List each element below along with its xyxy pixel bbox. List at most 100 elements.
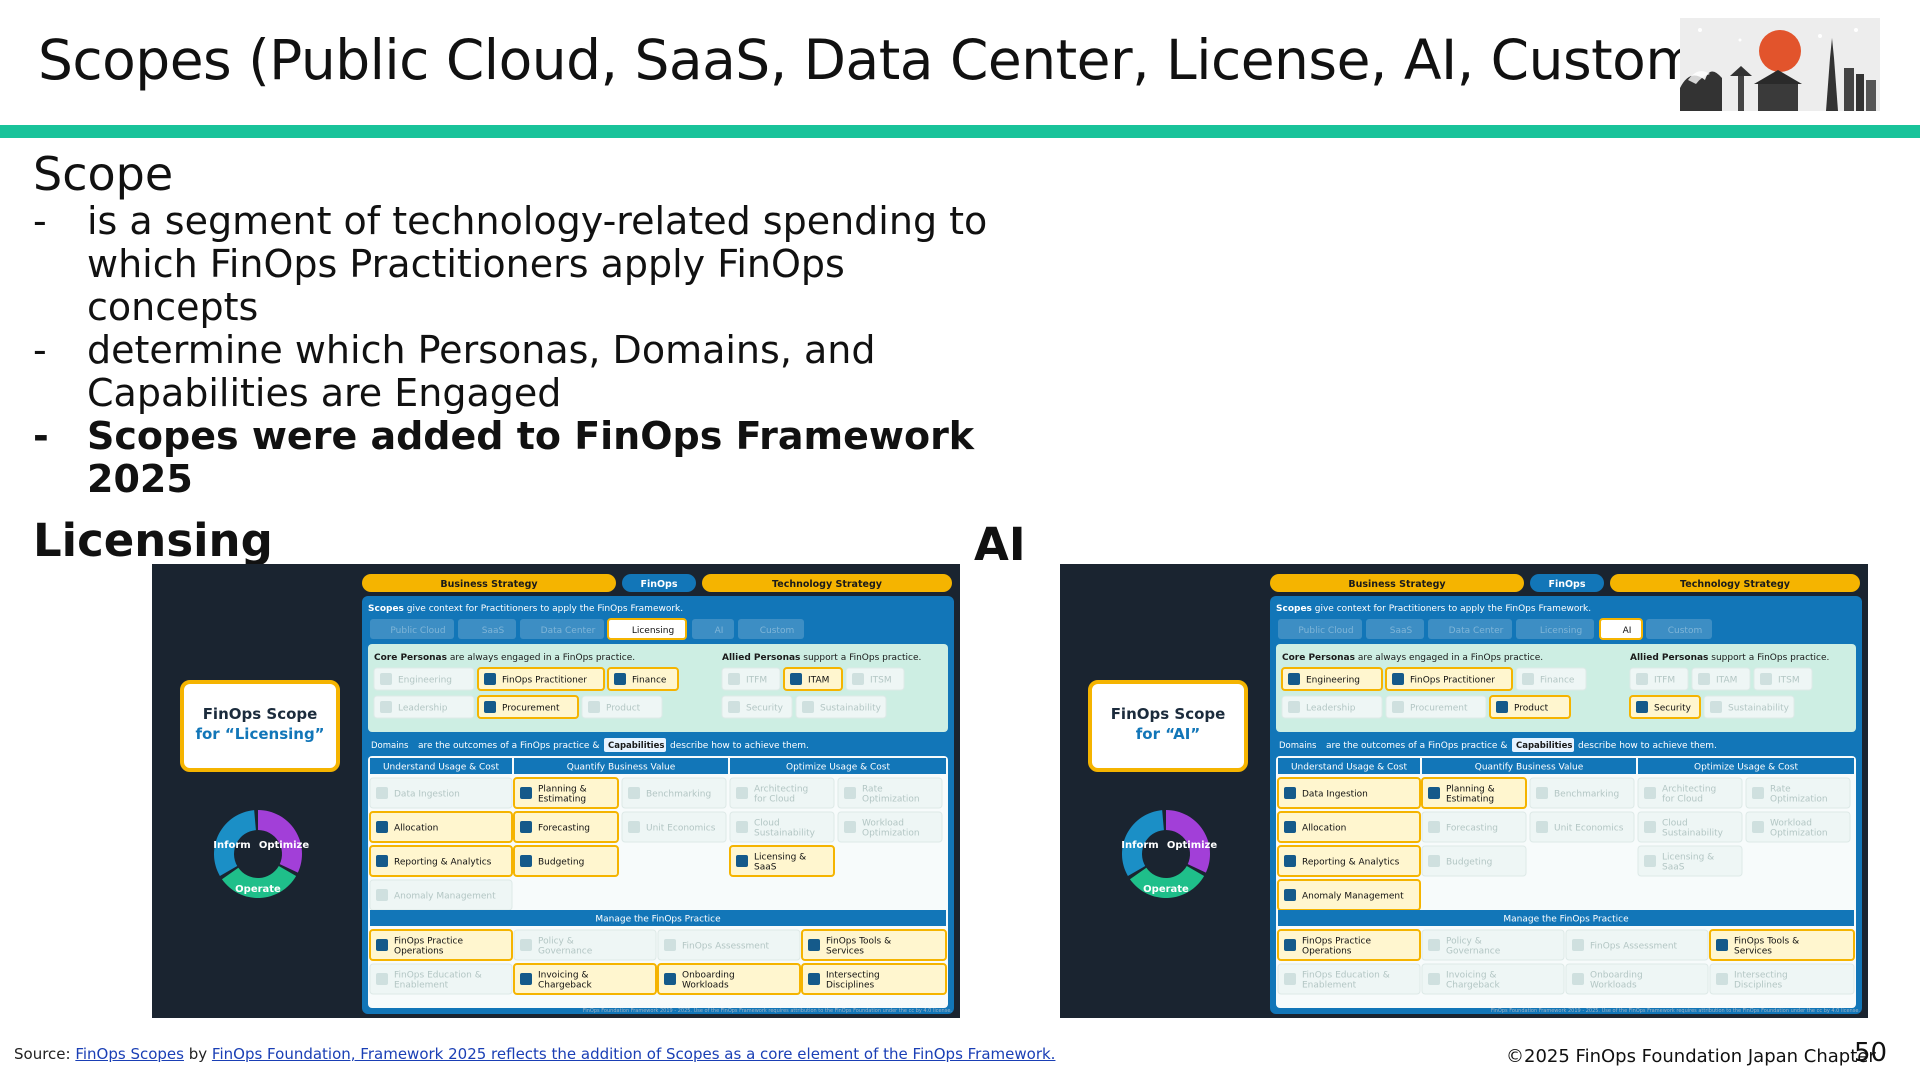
core-personas-label: Core Personas are always engaged in a Fi… xyxy=(374,653,635,663)
capability-label: Reporting & Analytics xyxy=(1302,858,1400,868)
operate-label: Operate xyxy=(235,884,281,895)
capability-icon xyxy=(614,673,626,685)
domain-header-label: Understand Usage & Cost xyxy=(383,763,500,773)
capability-icon xyxy=(852,673,864,685)
capability-card xyxy=(1489,695,1571,719)
page-number: 50 xyxy=(1854,1038,1888,1068)
capability-card xyxy=(607,667,679,691)
business-strategy-label: Business Strategy xyxy=(440,579,538,590)
finops-foundation-link[interactable]: FinOps Foundation, Framework 2025 reflec… xyxy=(211,1045,1056,1063)
capability-card xyxy=(1637,811,1743,843)
capability-card xyxy=(1529,811,1635,843)
domain-header-label: Quantify Business Value xyxy=(1475,763,1584,773)
domains-tag-label: Domains xyxy=(1279,741,1317,751)
domain-header xyxy=(1638,758,1854,774)
capability-icon xyxy=(588,701,600,713)
capability-icon xyxy=(1428,939,1440,951)
capability-icon xyxy=(520,973,532,985)
scope-bullet-list: is a segment of technology-related spend… xyxy=(33,200,993,501)
scope-card-subtitle: for “AI” xyxy=(1136,725,1200,743)
business-strategy-label: Business Strategy xyxy=(1348,579,1446,590)
domain-header xyxy=(730,758,946,774)
scope-card-title: FinOps Scope xyxy=(1111,705,1226,723)
capability-label: Product xyxy=(1514,704,1549,714)
capability-label: Finance xyxy=(1540,676,1575,686)
capability-icon xyxy=(728,701,740,713)
capability-card xyxy=(1709,929,1855,961)
scope-tab-label: Licensing xyxy=(1540,626,1582,636)
copyright: ©2025 FinOps Foundation Japan Chapter xyxy=(1506,1046,1876,1067)
manage-header xyxy=(1278,910,1854,926)
technology-strategy-label: Technology Strategy xyxy=(772,579,883,590)
capability-icon xyxy=(1496,701,1508,713)
scope-tab xyxy=(1646,619,1712,639)
capability-card xyxy=(1709,963,1855,995)
capability-label: Reporting & Analytics xyxy=(394,858,492,868)
capability-icon xyxy=(1636,701,1648,713)
capability-icon xyxy=(1288,701,1300,713)
capability-card xyxy=(1745,777,1851,809)
capability-card xyxy=(1421,811,1527,843)
scope-tab-label: AI xyxy=(1623,626,1632,636)
scope-tab xyxy=(607,618,687,640)
capability-card xyxy=(369,963,513,995)
capability-icon xyxy=(1536,787,1548,799)
capability-icon xyxy=(1716,939,1728,951)
capability-card xyxy=(1515,667,1587,691)
finops-scopes-link[interactable]: FinOps Scopes xyxy=(75,1045,184,1063)
source-label: Source: xyxy=(14,1045,76,1063)
capability-label: Security xyxy=(746,704,784,714)
finops-label: FinOps xyxy=(1548,579,1585,590)
domains-description: are the outcomes of a FinOps practice & xyxy=(1326,741,1507,751)
capability-icon xyxy=(844,787,856,799)
capability-card xyxy=(801,929,947,961)
capability-icon xyxy=(664,973,676,985)
capability-icon xyxy=(736,821,748,833)
capability-card xyxy=(795,695,887,719)
capability-label: Unit Economics xyxy=(646,824,716,834)
scope-tab-label: Custom xyxy=(760,626,794,636)
capability-icon xyxy=(376,939,388,951)
scope-card xyxy=(180,680,340,772)
capabilities-tag-label: Capabilities xyxy=(1516,741,1572,751)
capability-card xyxy=(1385,695,1487,719)
capability-icon xyxy=(380,701,392,713)
capability-card xyxy=(369,777,513,809)
scope-card xyxy=(1088,680,1248,772)
capabilities-tag-label: Capabilities xyxy=(608,741,664,751)
domain-header-label: Quantify Business Value xyxy=(567,763,676,773)
capability-label: ITSM xyxy=(870,676,892,686)
scope-tab xyxy=(1278,619,1362,639)
scope-tab xyxy=(1516,619,1594,639)
allied-personas-label: Allied Personas support a FinOps practic… xyxy=(722,653,921,663)
capability-label: Leadership xyxy=(398,704,448,714)
capability-icon xyxy=(628,821,640,833)
capability-label: ITFM xyxy=(746,676,767,686)
capability-card xyxy=(369,811,513,843)
capability-label: Sustainability xyxy=(1728,704,1790,714)
capability-label: ITAM xyxy=(808,676,829,686)
capability-card xyxy=(513,929,657,961)
capability-label: Benchmarking xyxy=(646,790,711,800)
capability-card xyxy=(1277,811,1421,843)
capability-label: Data Ingestion xyxy=(1302,790,1368,800)
domains-description: are the outcomes of a FinOps practice & xyxy=(418,741,599,751)
allied-personas-label: Allied Personas support a FinOps practic… xyxy=(1630,653,1829,663)
capability-card xyxy=(1745,811,1851,843)
capability-icon xyxy=(1428,821,1440,833)
capability-label: Planning &Estimating xyxy=(1446,784,1495,804)
optimize-segment xyxy=(1166,810,1210,873)
capability-icon xyxy=(808,939,820,951)
capability-icon xyxy=(808,973,820,985)
capability-icon xyxy=(1284,855,1296,867)
optimize-segment xyxy=(258,810,303,873)
capability-icon xyxy=(1760,673,1772,685)
